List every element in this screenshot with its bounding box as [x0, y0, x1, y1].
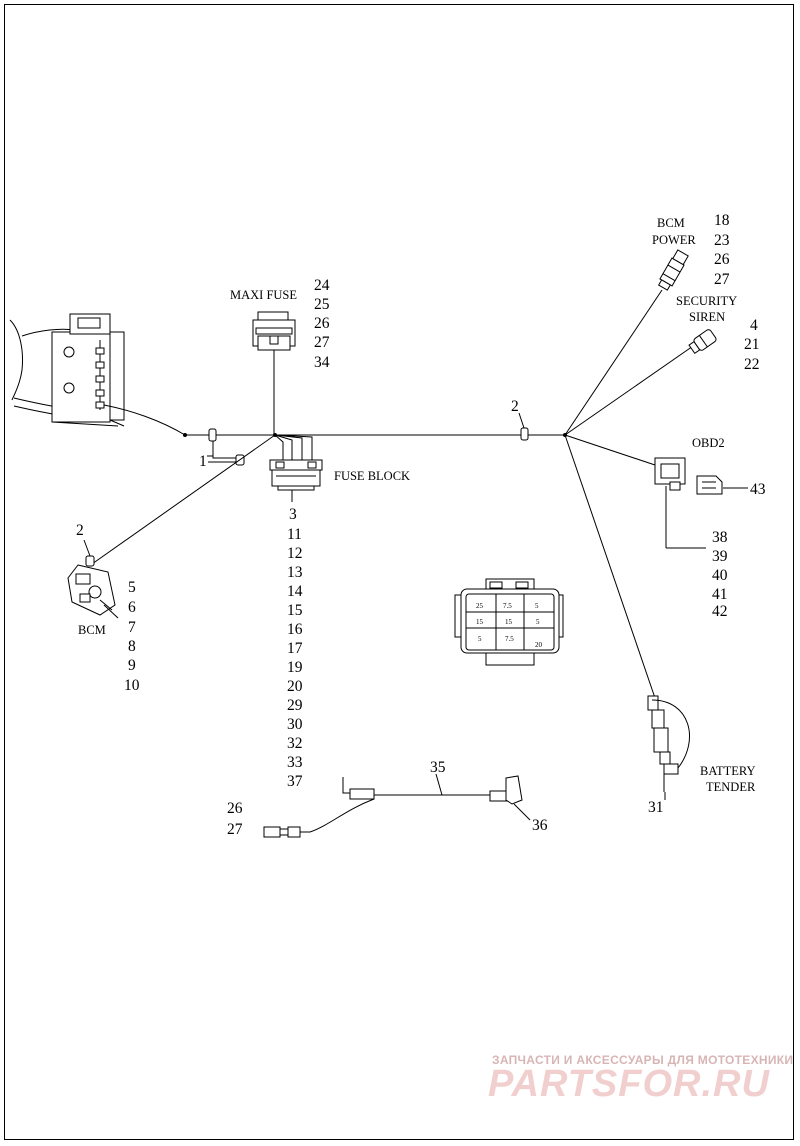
fuse-block-label: FUSE BLOCK [334, 469, 410, 483]
callout-siren-2: 21 [744, 336, 760, 353]
callout-fuse-8: 17 [287, 640, 303, 657]
battery-tender-label-1: BATTERY [700, 764, 756, 778]
bcm-branch [85, 434, 276, 567]
callout-bcmpower-1: 18 [714, 212, 730, 229]
watermark-top-text: ЗАПЧАСТИ И АКСЕССУАРЫ ДЛЯ МОТОТЕХНИКИ [492, 1053, 793, 1067]
callout-fuse-11: 29 [287, 697, 303, 714]
watermark-logo: PARTSFOR.RU [488, 1063, 770, 1105]
maxi-fuse-label: MAXI FUSE [230, 288, 297, 302]
callout-fuse-1: 3 [289, 506, 297, 523]
fuse-cell-3: 5 [535, 602, 539, 610]
battery-tender-label-2: TENDER [706, 780, 756, 794]
bcm-power-connector [657, 249, 689, 291]
callout-obd2-connector: 43 [750, 481, 766, 498]
callout-bcm-2: 6 [128, 599, 136, 616]
callout-bcm-1: 5 [128, 579, 136, 596]
callout-bcm-6: 10 [124, 677, 140, 694]
callout-maxi-4: 27 [314, 334, 330, 351]
callout-fuse-5: 14 [287, 583, 303, 600]
fuse-block-detail: 25 7.5 5 15 15 5 5 7.5 20 [454, 578, 564, 666]
bcm-power-label-1: BCM [657, 216, 685, 230]
callout-obd2-3: 40 [712, 567, 728, 584]
callout-jumper-plug-1: 26 [227, 800, 243, 817]
labels: MAXI FUSE FUSE BLOCK BCM BCM POWER SECUR… [78, 216, 756, 794]
callout-fuse-3: 12 [287, 545, 303, 562]
callout-obd2-1: 38 [712, 529, 728, 546]
fuse-cell-7: 5 [478, 635, 482, 643]
obd2-connector [654, 457, 748, 549]
security-siren-label-1: SECURITY [676, 294, 737, 308]
obd2-label: OBD2 [692, 436, 725, 450]
callout-clip-left: 1 [199, 453, 207, 470]
callout-fuse-13: 32 [287, 735, 303, 752]
fuse-cell-1: 25 [476, 602, 484, 610]
security-siren-connector [688, 329, 717, 354]
callout-jumper: 35 [430, 759, 446, 776]
callout-numbers: 24 25 26 27 34 18 23 26 27 4 21 22 1 2 2… [76, 212, 766, 838]
callout-bcm-5: 9 [128, 657, 136, 674]
callout-jumper-plug-2: 27 [227, 821, 243, 838]
callout-bcm-3: 7 [128, 619, 136, 636]
callout-bcmpower-4: 27 [714, 271, 730, 288]
fuse-cell-6: 5 [536, 618, 540, 626]
callout-fuse-12: 30 [287, 716, 303, 733]
fuse-cell-5: 15 [505, 618, 513, 626]
maxi-fuse [252, 311, 296, 435]
callout-fuse-10: 20 [287, 678, 303, 695]
callout-obd2-4: 41 [712, 586, 728, 603]
bcm-module [67, 564, 119, 619]
bcm-label: BCM [78, 623, 106, 637]
callout-bcmpower-3: 26 [714, 251, 730, 268]
main-harness-trunk [183, 412, 567, 466]
callout-bcmpower-2: 23 [714, 232, 730, 249]
callout-maxi-2: 25 [314, 296, 330, 313]
security-siren-label-2: SIREN [689, 310, 725, 324]
callout-siren-3: 22 [744, 356, 760, 373]
callout-battery-tender: 31 [648, 799, 664, 816]
callout-fuse-2: 11 [287, 526, 302, 543]
leader-lines [83, 455, 666, 800]
callout-obd2-5: 42 [712, 603, 728, 620]
callout-maxi-5: 34 [314, 354, 330, 371]
callout-clip-bcm: 2 [76, 522, 84, 539]
watermark: ЗАПЧАСТИ И АКСЕССУАРЫ ДЛЯ МОТОТЕХНИКИ PA… [488, 1053, 793, 1105]
fuse-block [269, 434, 323, 491]
jumper-harness [263, 773, 531, 838]
right-branches [564, 289, 697, 699]
callout-fuse-7: 16 [287, 621, 303, 638]
fuse-cell-8: 7.5 [505, 635, 514, 643]
fuse-cell-4: 15 [476, 618, 484, 626]
fuse-cell-2: 7.5 [503, 602, 512, 610]
callout-maxi-3: 26 [314, 315, 330, 332]
callout-obd2-2: 39 [712, 548, 728, 565]
callout-fuse-15: 37 [287, 773, 303, 790]
callout-jumper-end: 36 [532, 817, 548, 834]
callout-siren-1: 4 [750, 317, 758, 334]
drawing-frame [4, 4, 794, 1140]
callout-fuse-4: 13 [287, 564, 303, 581]
bcm-power-label-2: POWER [652, 233, 696, 247]
frame-bracket [9, 313, 186, 436]
callout-bcm-4: 8 [128, 638, 136, 655]
callout-fuse-14: 33 [287, 754, 303, 771]
callout-fuse-6: 15 [287, 602, 303, 619]
callout-clip-main: 2 [511, 398, 519, 415]
callout-fuse-9: 19 [287, 659, 303, 676]
fuse-cell-9: 20 [535, 641, 543, 649]
callout-maxi-1: 24 [314, 277, 330, 294]
battery-tender-connector [647, 695, 690, 792]
